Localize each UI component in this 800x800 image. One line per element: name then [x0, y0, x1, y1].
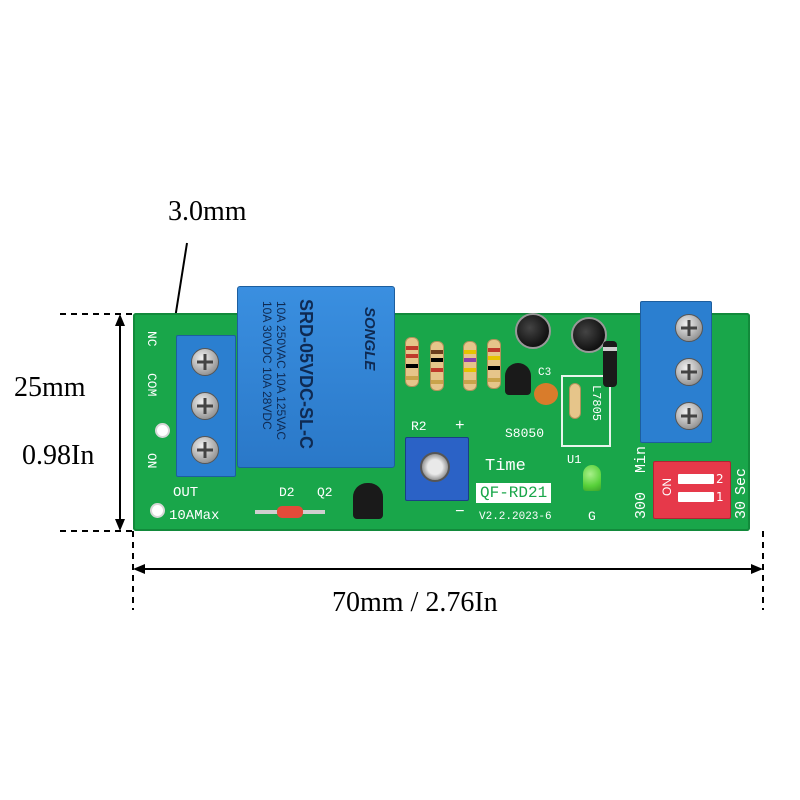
led-indicator: [583, 465, 601, 491]
screw-icon: [675, 402, 703, 430]
input-terminal-block: [640, 301, 712, 443]
transistor-q2: [353, 483, 383, 519]
v-plus-label: V+: [748, 415, 763, 431]
screw-icon: [675, 358, 703, 386]
capacitor: [571, 317, 607, 353]
screw-icon: [191, 436, 219, 464]
out-label: OUT: [173, 485, 199, 501]
screw-icon: [191, 392, 219, 420]
dip-switch[interactable]: ON 2 1: [653, 461, 731, 519]
relay-brand: SONGLE: [361, 307, 378, 371]
output-terminal-block: [176, 335, 236, 477]
dip-on-label: ON: [660, 478, 674, 496]
resistor: [430, 341, 444, 391]
model-label: QF-RD21: [476, 483, 552, 503]
pot-dial-icon[interactable]: [420, 452, 450, 482]
l7805-label: L7805: [589, 385, 603, 422]
transistor-s8050: [505, 363, 531, 395]
dip-2-label: 2: [716, 472, 724, 486]
ceramic-capacitor-c3: [534, 383, 558, 405]
300-label: 300: [633, 491, 650, 519]
plus-label: +: [455, 417, 465, 435]
mounting-hole: [150, 503, 165, 518]
30-label: 30: [733, 500, 750, 519]
dip-1-label: 1: [716, 490, 724, 504]
on-label: ON: [144, 453, 159, 469]
dip-switch-2[interactable]: [678, 474, 714, 484]
mounting-hole: [155, 423, 170, 438]
minus-label: −: [455, 503, 465, 521]
c3-label: C3: [538, 367, 552, 379]
screw-icon: [191, 348, 219, 376]
resistor: [463, 341, 477, 391]
diode: [603, 341, 617, 387]
height-mm-label: 25mm: [14, 372, 86, 403]
version-label: V2.2.2023-6: [479, 511, 552, 523]
resistor: [569, 383, 581, 419]
relay: 10A 250VAC 10A 125VAC 10A 30VDC 10A 28VD…: [237, 286, 395, 468]
potentiometer[interactable]: [405, 437, 469, 501]
s8050-label: S8050: [505, 426, 545, 441]
height-in-label: 0.98In: [22, 440, 95, 471]
max-current-label: 10AMax: [169, 508, 220, 524]
resistor: [487, 339, 501, 389]
r2-label: R2: [411, 419, 427, 434]
time-label: Time: [485, 457, 526, 476]
u1-label: U1: [567, 453, 582, 467]
min-label: Min: [633, 445, 650, 473]
resistor: [405, 337, 419, 387]
dip-switch-1[interactable]: [678, 492, 714, 502]
relay-rating-2: 10A 30VDC 10A 28VDC: [260, 301, 274, 430]
capacitor: [515, 313, 551, 349]
com-label: COM: [144, 373, 159, 397]
width-label: 70mm / 2.76In: [332, 587, 498, 618]
q2-label: Q2: [317, 485, 333, 500]
d2-label: D2: [279, 485, 295, 500]
nc-label: NC: [144, 331, 159, 347]
in-label: IN: [748, 323, 763, 339]
relay-rating-1: 10A 250VAC 10A 125VAC: [274, 301, 288, 440]
hole-diameter-label: 3.0mm: [168, 196, 247, 227]
sec-label: Sec: [733, 467, 750, 495]
screw-icon: [675, 314, 703, 342]
regulator-outline: [561, 375, 611, 447]
g-label: G: [588, 509, 596, 524]
diode-d2: [277, 506, 303, 518]
relay-model: SRD-05VDC-SL-C: [296, 299, 316, 450]
gnd-label: GND: [748, 371, 763, 395]
pcb-board: NC COM ON OUT 10AMax 10A 250VAC 10A 125V…: [133, 286, 763, 531]
